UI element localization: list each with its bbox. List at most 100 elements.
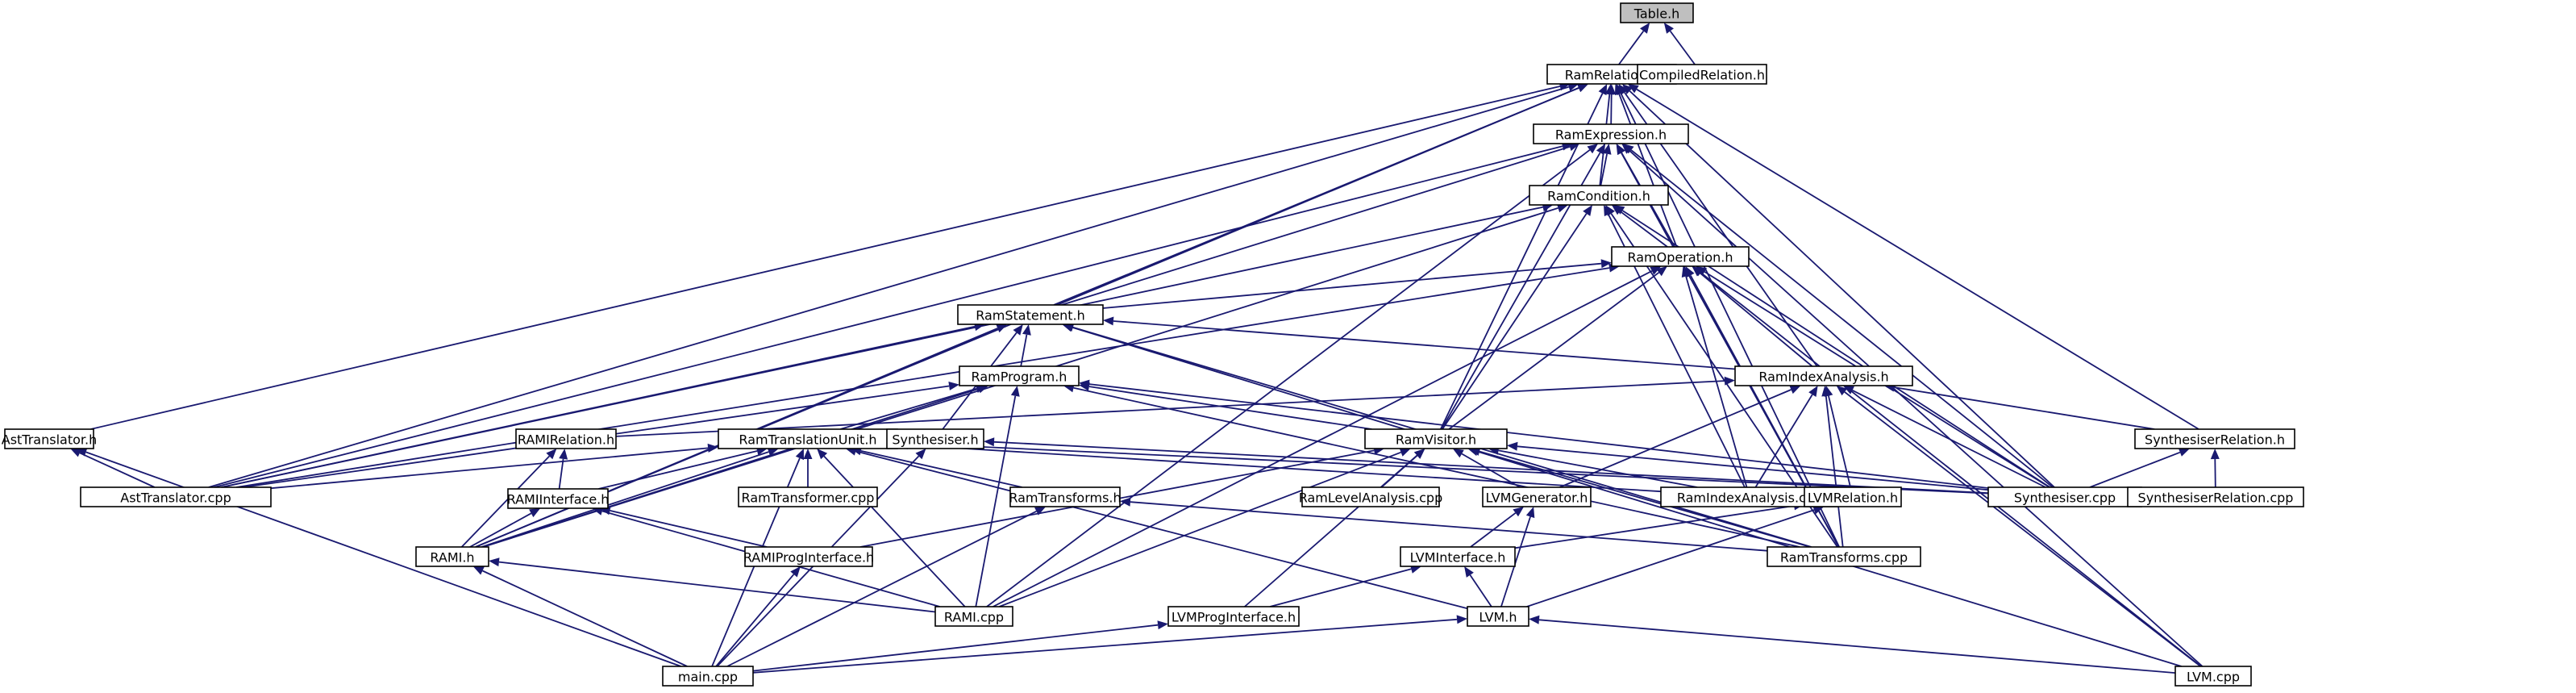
file-node-box[interactable] xyxy=(2174,666,2252,687)
file-node-box[interactable] xyxy=(1734,365,1913,386)
dependency-edge xyxy=(489,557,936,613)
file-node[interactable]: RamTransforms.cpp xyxy=(1767,546,1921,567)
file-node-box[interactable] xyxy=(934,606,1013,627)
edge-arrowhead xyxy=(1464,566,1474,578)
file-node-box[interactable] xyxy=(1400,546,1516,567)
file-node[interactable]: LVMRelation.h xyxy=(1804,486,1902,507)
file-node[interactable]: LVM.h xyxy=(1467,606,1529,627)
edge-arrowhead xyxy=(1600,259,1612,269)
dependency-edge xyxy=(803,449,813,487)
file-node[interactable]: RamExpression.h xyxy=(1533,123,1689,144)
file-node-box[interactable] xyxy=(4,428,94,449)
file-node[interactable]: RamProgram.h xyxy=(959,365,1080,386)
file-node-box[interactable] xyxy=(662,666,754,687)
file-node[interactable]: RamCondition.h xyxy=(1529,185,1669,206)
file-node-label: RamRelation.h xyxy=(1565,68,1659,83)
file-node[interactable]: RAMI.cpp xyxy=(934,606,1013,627)
edge-line xyxy=(1828,395,1851,488)
edge-arrowhead xyxy=(1583,205,1592,216)
file-node-box[interactable] xyxy=(1364,428,1508,449)
dependency-edge xyxy=(1269,565,1421,607)
edge-arrowhead xyxy=(76,448,88,457)
file-node-box[interactable] xyxy=(1467,606,1529,627)
file-node-box[interactable] xyxy=(1301,486,1440,507)
edge-line xyxy=(610,510,768,548)
file-node-box[interactable] xyxy=(1529,185,1669,206)
edge-line xyxy=(986,149,1591,607)
dependency-edge xyxy=(1439,84,1608,430)
file-node[interactable]: RamStatement.h xyxy=(957,304,1104,325)
file-node[interactable]: CompiledRelation.h xyxy=(1637,64,1767,85)
file-node-label: SynthesiserRelation.h xyxy=(2145,432,2285,448)
file-node[interactable]: RAMI.h xyxy=(415,546,489,567)
edge-arrowhead xyxy=(1602,144,1612,155)
file-node-box[interactable] xyxy=(1533,123,1689,144)
edge-arrowhead xyxy=(1467,447,1479,457)
file-node-label: RamExpression.h xyxy=(1555,127,1667,143)
file-node-box[interactable] xyxy=(1767,546,1921,567)
dependency-edge xyxy=(615,376,1735,437)
file-node-box[interactable] xyxy=(507,488,609,509)
edge-line xyxy=(221,325,976,488)
file-node-box[interactable] xyxy=(1620,2,1694,23)
file-node-box[interactable] xyxy=(2127,486,2304,507)
file-node-box[interactable] xyxy=(1611,246,1750,267)
file-node-box[interactable] xyxy=(886,428,984,449)
file-node[interactable]: RamTransformer.cpp xyxy=(738,486,878,507)
file-node-box[interactable] xyxy=(80,486,272,507)
file-node-box[interactable] xyxy=(957,304,1104,325)
file-node-box[interactable] xyxy=(415,546,489,567)
file-node-box[interactable] xyxy=(1804,486,1902,507)
file-node[interactable]: RamIndexAnalysis.h xyxy=(1734,365,1913,386)
file-node[interactable]: SynthesiserRelation.cpp xyxy=(2127,486,2304,507)
file-node-box[interactable] xyxy=(1482,486,1592,507)
file-node[interactable]: RamLevelAnalysis.cpp xyxy=(1299,486,1443,507)
edge-arrowhead xyxy=(1842,386,1854,395)
file-node-label: main.cpp xyxy=(678,670,738,685)
file-node[interactable]: LVMInterface.h xyxy=(1400,546,1516,567)
file-node[interactable]: Synthesiser.h xyxy=(886,428,984,449)
edge-arrowhead xyxy=(1616,84,1625,96)
file-node-box[interactable] xyxy=(1637,64,1767,85)
file-node[interactable]: LVMProgInterface.h xyxy=(1167,606,1300,627)
edge-line xyxy=(1844,391,2201,667)
file-node-box[interactable] xyxy=(959,365,1080,386)
file-node[interactable]: Table.h xyxy=(1620,2,1694,23)
file-node[interactable]: SynthesiserRelation.h xyxy=(2134,428,2295,449)
file-node[interactable]: RamOperation.h xyxy=(1611,246,1750,267)
edge-line xyxy=(1500,516,1531,607)
file-node-box[interactable] xyxy=(1987,486,2142,507)
file-node-box[interactable] xyxy=(1009,486,1121,507)
file-node[interactable]: RamVisitor.h xyxy=(1364,428,1508,449)
dependency-edge xyxy=(1663,23,1696,65)
file-node[interactable]: LVMGenerator.h xyxy=(1482,486,1592,507)
dependency-edge xyxy=(1464,566,1492,607)
file-node-box[interactable] xyxy=(738,486,878,507)
edge-line xyxy=(1825,395,1844,548)
edge-arrowhead xyxy=(592,507,604,516)
file-node[interactable]: LVM.cpp xyxy=(2174,666,2252,687)
edge-arrowhead xyxy=(1022,324,1031,336)
edge-arrowhead xyxy=(2210,449,2220,460)
file-node-box[interactable] xyxy=(1167,606,1300,627)
file-node[interactable]: AstTranslator.h xyxy=(2,428,97,449)
file-node[interactable]: RAMIRelation.h xyxy=(515,428,617,449)
file-node[interactable]: Synthesiser.cpp xyxy=(1987,486,2142,507)
edge-line xyxy=(1088,383,1989,489)
edge-line xyxy=(1754,394,1813,488)
edge-arrowhead xyxy=(1103,316,1114,326)
file-node-box[interactable] xyxy=(744,546,873,567)
edge-line xyxy=(1852,389,2046,488)
file-node[interactable]: AstTranslator.cpp xyxy=(80,486,272,507)
edge-line xyxy=(615,380,1725,437)
file-node[interactable]: RamTranslationUnit.h xyxy=(718,428,898,449)
edge-arrowhead xyxy=(1692,266,1704,277)
file-node[interactable]: main.cpp xyxy=(662,666,754,687)
file-node[interactable]: RAMIInterface.h xyxy=(507,488,610,509)
edge-line xyxy=(1461,453,1521,488)
file-node[interactable]: RamTransforms.h xyxy=(1009,486,1122,507)
file-node[interactable]: RAMIProgInterface.h xyxy=(743,546,874,567)
file-node-box[interactable] xyxy=(515,428,617,449)
file-node-box[interactable] xyxy=(2134,428,2295,449)
dependency-edge xyxy=(715,566,801,667)
